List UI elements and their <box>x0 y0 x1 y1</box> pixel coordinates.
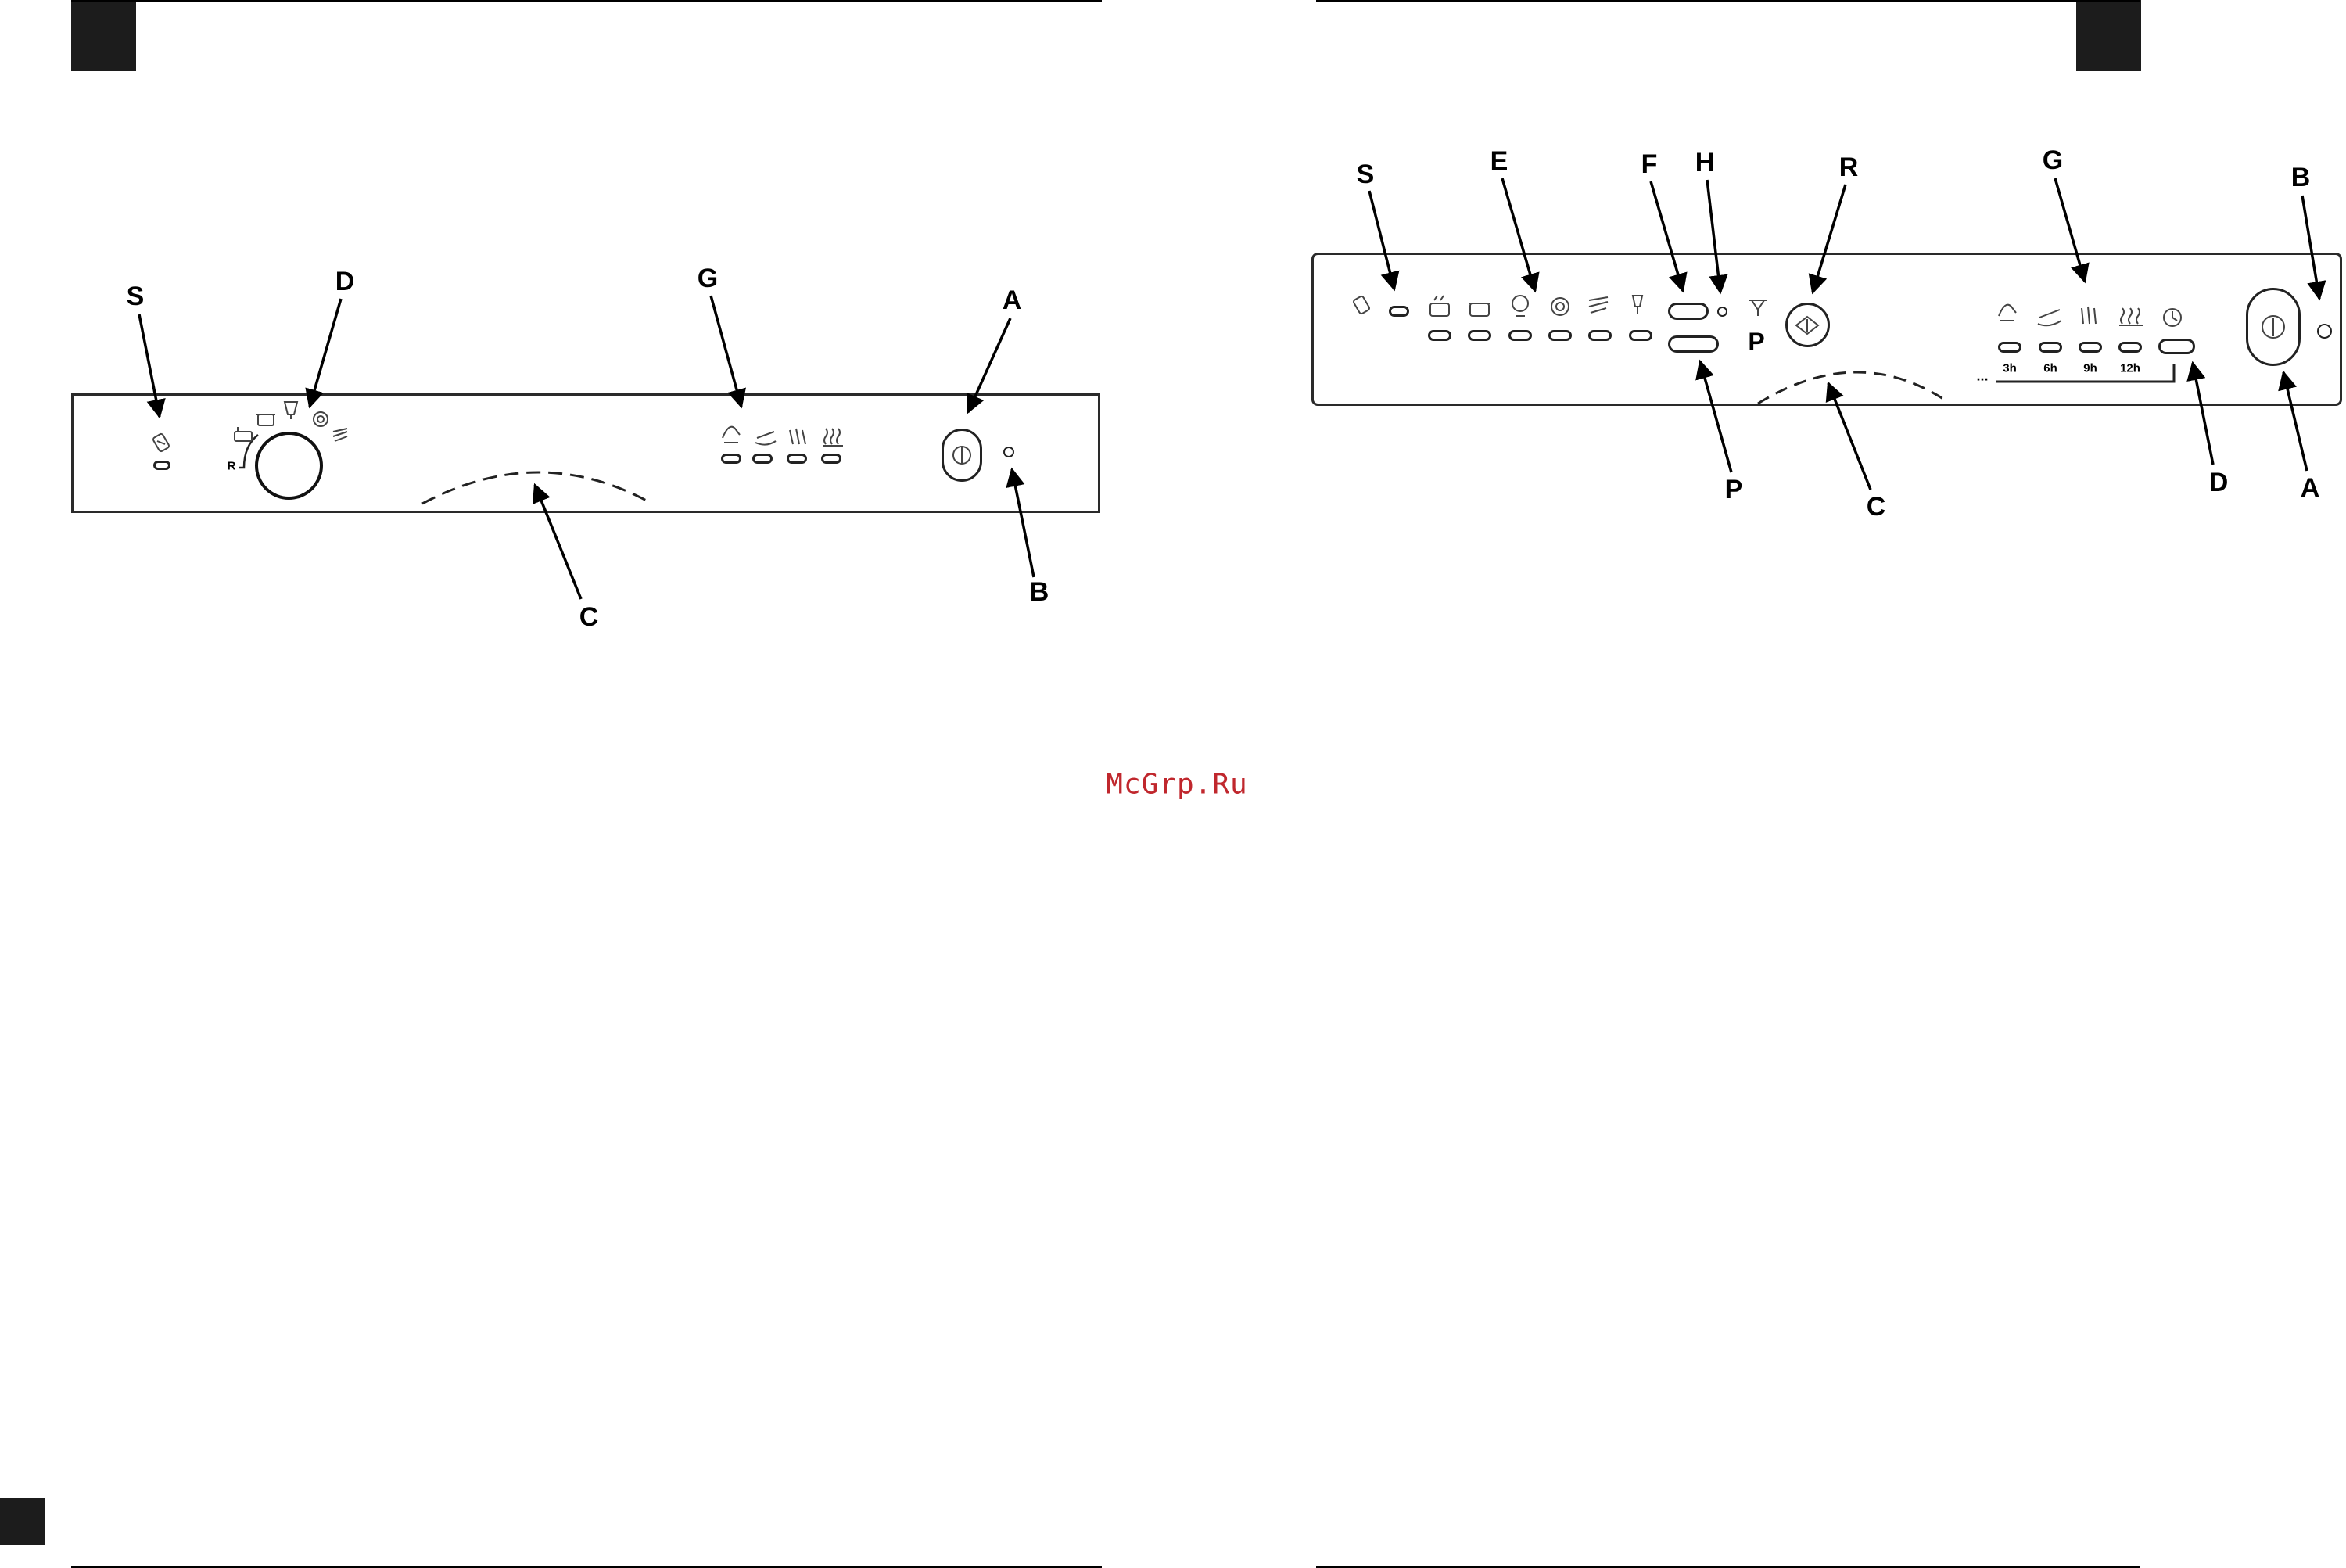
eco-icon <box>314 412 328 426</box>
arrow-h <box>1707 180 1720 292</box>
half-load-icon <box>723 427 740 443</box>
salt-icon-right <box>1353 296 1370 314</box>
quick-icon-right <box>1589 297 1608 313</box>
arrow-a-right <box>2283 372 2307 471</box>
eco-icon-right <box>1551 298 1569 315</box>
half-load-icon-right <box>2038 310 2061 325</box>
rinse-icon-right <box>2082 307 2096 324</box>
arrow-e <box>1502 178 1535 291</box>
delay-icon-right <box>1999 305 2016 321</box>
cup-icon <box>1749 300 1767 316</box>
arrow-g-right <box>2055 178 2085 282</box>
arrow-s-right <box>1369 191 1394 289</box>
arrow-g <box>711 296 741 407</box>
normal-icon <box>1469 303 1490 316</box>
delay-bracket <box>1996 364 2174 382</box>
display-arc-right <box>1758 372 1946 404</box>
rinse-icon <box>755 432 776 445</box>
start-icon <box>1796 317 1818 334</box>
pan-icon <box>235 427 252 441</box>
arrow-f <box>1651 181 1683 291</box>
quick-icon <box>333 429 347 441</box>
arrow-d <box>310 299 341 407</box>
arrow-r <box>1813 185 1846 292</box>
glass-icon-right <box>1512 296 1528 316</box>
arrow-b-right <box>2302 196 2319 299</box>
arrow-c <box>535 485 581 599</box>
dry-icon <box>790 429 805 444</box>
arrow-a <box>968 318 1010 412</box>
arrow-p <box>1700 361 1731 472</box>
power-icon-right <box>2262 316 2284 338</box>
arrow-d-right <box>2193 363 2213 465</box>
power-icon <box>953 447 970 464</box>
dry-icon-right <box>2119 308 2143 325</box>
arrow-c-right <box>1828 383 1871 490</box>
crystal-icon <box>1633 296 1642 314</box>
glass-icon <box>285 402 297 419</box>
salt-icon <box>152 433 170 452</box>
arrow-b <box>1012 469 1034 577</box>
pot-icon <box>256 414 275 425</box>
delay-icon <box>823 429 843 446</box>
timer-icon <box>2164 309 2181 326</box>
arrow-s <box>139 314 160 417</box>
intensive-icon <box>1430 296 1449 316</box>
dial-scale <box>239 435 258 468</box>
